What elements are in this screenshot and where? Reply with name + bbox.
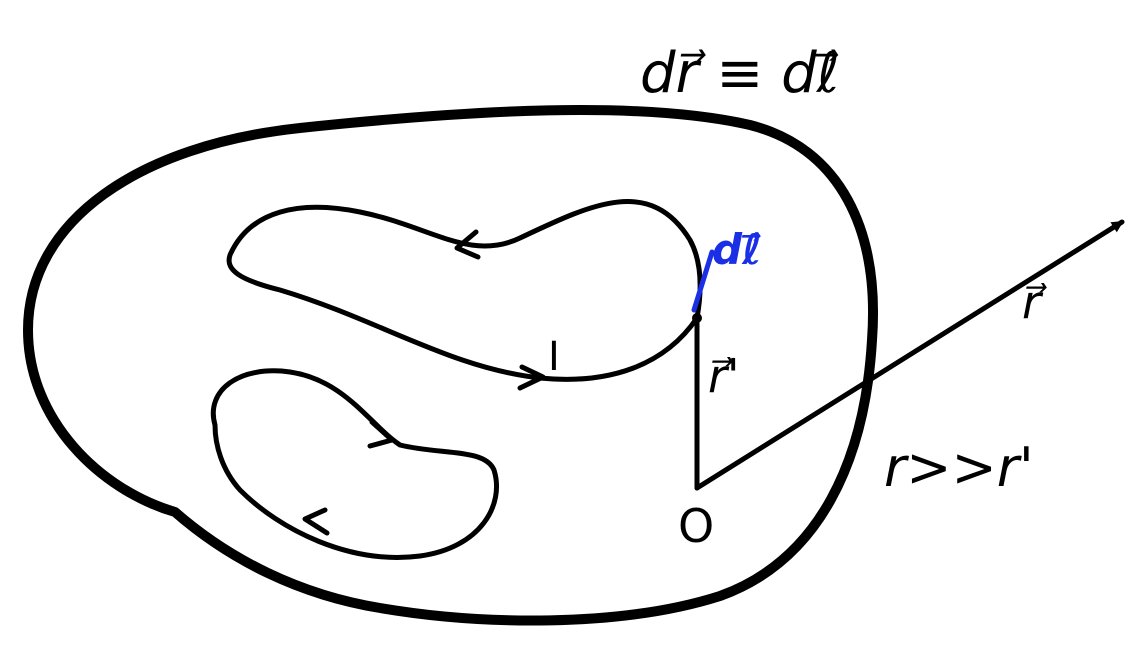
condition-label: r>>r': [884, 436, 1034, 499]
r-label: r⃗: [1022, 275, 1047, 329]
dl-element: [691, 249, 715, 313]
r-prime-label: r⃗': [708, 349, 740, 403]
arrow-lower-left: [302, 507, 330, 536]
source-point: [692, 313, 702, 323]
arrow-upper-top: [454, 229, 481, 260]
current-loop-upper: [226, 199, 703, 382]
current-loop-lower: [210, 368, 500, 560]
arrow-lower-right: [367, 419, 395, 449]
current-label: I: [548, 334, 560, 380]
equivalence-label: dr⃗ ≡ dℓ⃗: [640, 41, 840, 106]
origin-label: O: [678, 499, 714, 553]
r-vector: [694, 219, 1125, 491]
arrow-upper-bottom: [517, 364, 546, 391]
dl-label: dℓ⃗: [712, 225, 762, 274]
outer-boundary: [23, 105, 878, 626]
